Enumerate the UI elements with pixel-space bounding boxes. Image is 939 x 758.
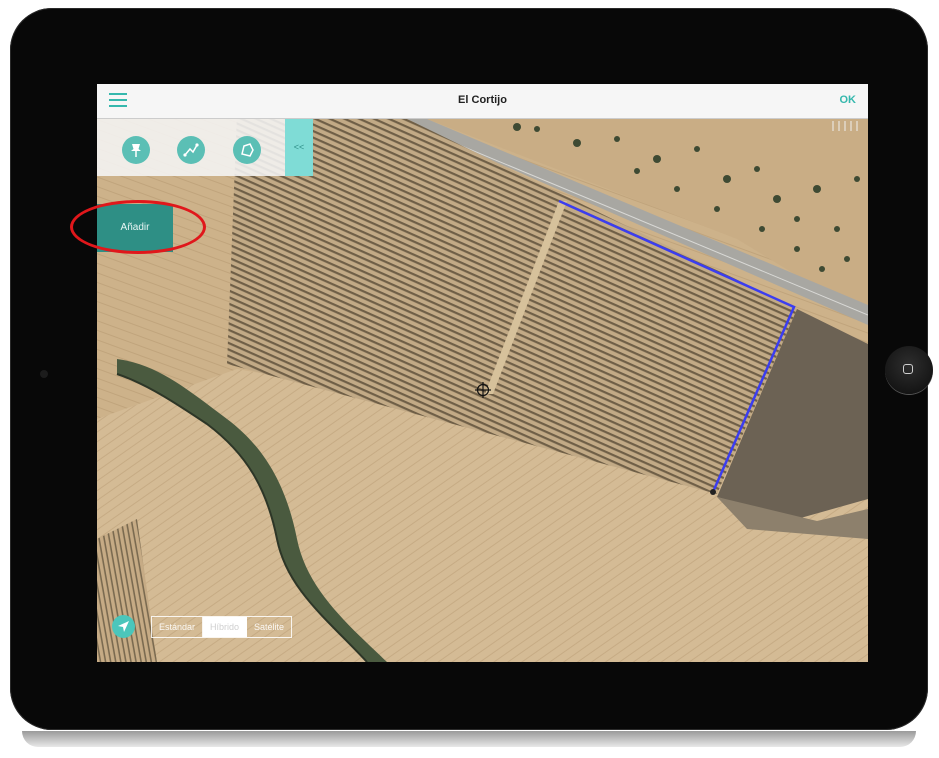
map-image [97, 114, 868, 662]
ok-button[interactable]: OK [839, 94, 857, 106]
page-title: El Cortijo [458, 94, 507, 106]
add-button[interactable]: Añadir [97, 204, 173, 252]
drawing-toolbar: << [97, 119, 313, 176]
satellite-map[interactable] [97, 114, 868, 662]
home-button[interactable] [885, 346, 933, 394]
pin-icon [131, 144, 141, 157]
map-type-selector: Estándar Híbrido Satélite [151, 616, 293, 638]
hamburger-icon[interactable] [109, 93, 127, 109]
tablet-reflection [22, 731, 916, 747]
map-type-hybrid[interactable]: Híbrido [203, 617, 248, 637]
line-icon [183, 143, 199, 157]
map-type-satellite[interactable]: Satélite [254, 622, 285, 632]
polygon-icon [241, 143, 254, 157]
app-screen: El Cortijo OK << Añadir Estánd [97, 84, 868, 662]
navigation-bar: El Cortijo OK [97, 84, 868, 119]
map-type-standard[interactable]: Estándar [152, 617, 204, 637]
camera-dot [40, 370, 48, 378]
home-square-icon [903, 364, 913, 374]
line-tool-button[interactable] [177, 136, 205, 164]
pin-tool-button[interactable] [122, 136, 150, 164]
crosshair-icon [475, 382, 491, 398]
location-arrow-icon [118, 621, 129, 632]
collapse-toolbar-button[interactable]: << [285, 119, 313, 176]
polygon-tool-button[interactable] [233, 136, 261, 164]
locate-button[interactable] [112, 615, 135, 638]
